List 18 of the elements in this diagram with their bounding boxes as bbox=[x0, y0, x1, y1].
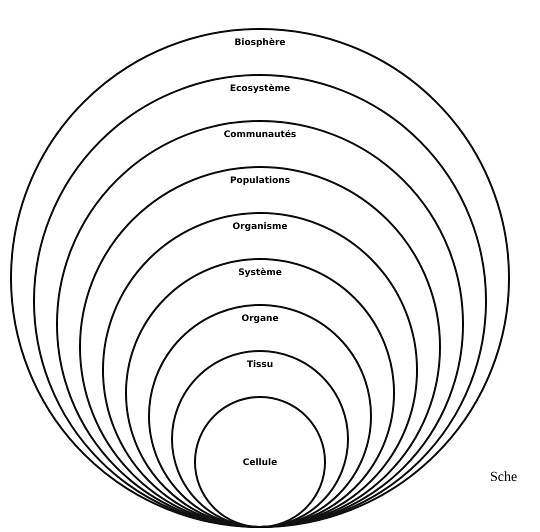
nested-circle bbox=[148, 304, 372, 528]
level-label: Organe bbox=[240, 314, 280, 324]
level-label: Biosphère bbox=[234, 38, 286, 48]
nested-circle bbox=[171, 350, 349, 528]
level-label: Cellule bbox=[242, 458, 278, 468]
level-label: Populations bbox=[228, 176, 292, 186]
level-label: Communautés bbox=[222, 130, 298, 140]
nested-circle bbox=[56, 120, 464, 528]
caption-text: Sche bbox=[490, 470, 518, 486]
level-label: Ecosystème bbox=[228, 84, 292, 94]
nested-circle bbox=[33, 74, 487, 528]
nested-circle bbox=[102, 212, 418, 528]
level-label: Tissu bbox=[246, 360, 274, 370]
nested-circle bbox=[79, 166, 441, 528]
nested-circle bbox=[194, 396, 326, 528]
level-label: Système bbox=[237, 268, 283, 278]
nested-circle bbox=[125, 258, 395, 528]
level-label: Organisme bbox=[232, 222, 288, 232]
